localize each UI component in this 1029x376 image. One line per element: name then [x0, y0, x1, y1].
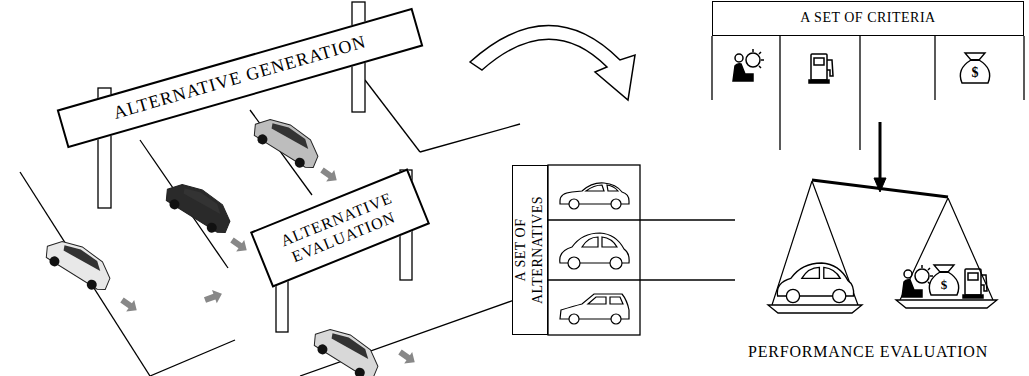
- currency-symbol: $: [972, 65, 979, 82]
- money-bag-icon: [929, 265, 958, 295]
- car-figure: [40, 231, 118, 296]
- airbag-icon: [902, 265, 933, 297]
- sign-board: ALTERNATIVE GENERATION: [57, 8, 424, 148]
- table-lines: [548, 279, 735, 280]
- car-figure: [160, 174, 238, 239]
- balance-scale: [772, 181, 858, 305]
- car-icon: [560, 233, 629, 269]
- table-lines: [934, 36, 935, 100]
- curved-arrow: [470, 25, 635, 100]
- table-lines: [548, 165, 640, 335]
- car-figure: [308, 319, 386, 376]
- table-lines: [859, 36, 860, 150]
- caption-text: PERFORMANCE EVALUATION: [748, 342, 988, 361]
- table-lines: [1023, 36, 1024, 100]
- car-icon: [560, 294, 629, 324]
- fuel-pump-icon: [809, 54, 833, 83]
- direction-arrow: [396, 346, 419, 368]
- balance-scale: [768, 305, 862, 313]
- node-text: ALTERNATIVE GENERATION: [111, 32, 369, 125]
- table-header: A SET OF CRITERIA: [712, 1, 1024, 36]
- car-icon: [560, 183, 629, 209]
- direction-arrow: [318, 164, 341, 186]
- balance-scale: [896, 300, 997, 308]
- table-lines: [548, 219, 735, 220]
- table-header: A SET OF ALTERNATIVES: [512, 165, 548, 335]
- sign-post: [98, 2, 412, 332]
- table-lines: [711, 36, 712, 100]
- direction-arrow: [228, 234, 251, 256]
- node-text: A SET OF CRITERIA: [800, 10, 935, 27]
- table-lines: [779, 36, 780, 150]
- node-text: ALTERNATIVE EVALUATION: [261, 181, 418, 274]
- balance-scale: [900, 198, 993, 300]
- balance-scale: [768, 122, 997, 313]
- fuel-pump-icon: [963, 269, 987, 298]
- road-lines: [20, 172, 150, 376]
- direction-arrow: [203, 287, 225, 306]
- currency-symbol: $: [941, 277, 948, 293]
- car-icon: [777, 263, 853, 303]
- airbag-icon: [733, 49, 764, 81]
- money-bag-icon: [960, 53, 989, 83]
- car-figure: [248, 109, 326, 174]
- vertical-text-holder: A SET OF ALTERNATIVES: [512, 165, 548, 335]
- node-text: A SET OF ALTERNATIVES: [513, 165, 547, 335]
- road-lines: [365, 80, 420, 152]
- direction-arrow: [118, 294, 141, 316]
- balance-scale: [874, 178, 886, 192]
- road-lines: [150, 340, 235, 376]
- table-lines: [548, 36, 1024, 335]
- road-lines: [420, 124, 520, 152]
